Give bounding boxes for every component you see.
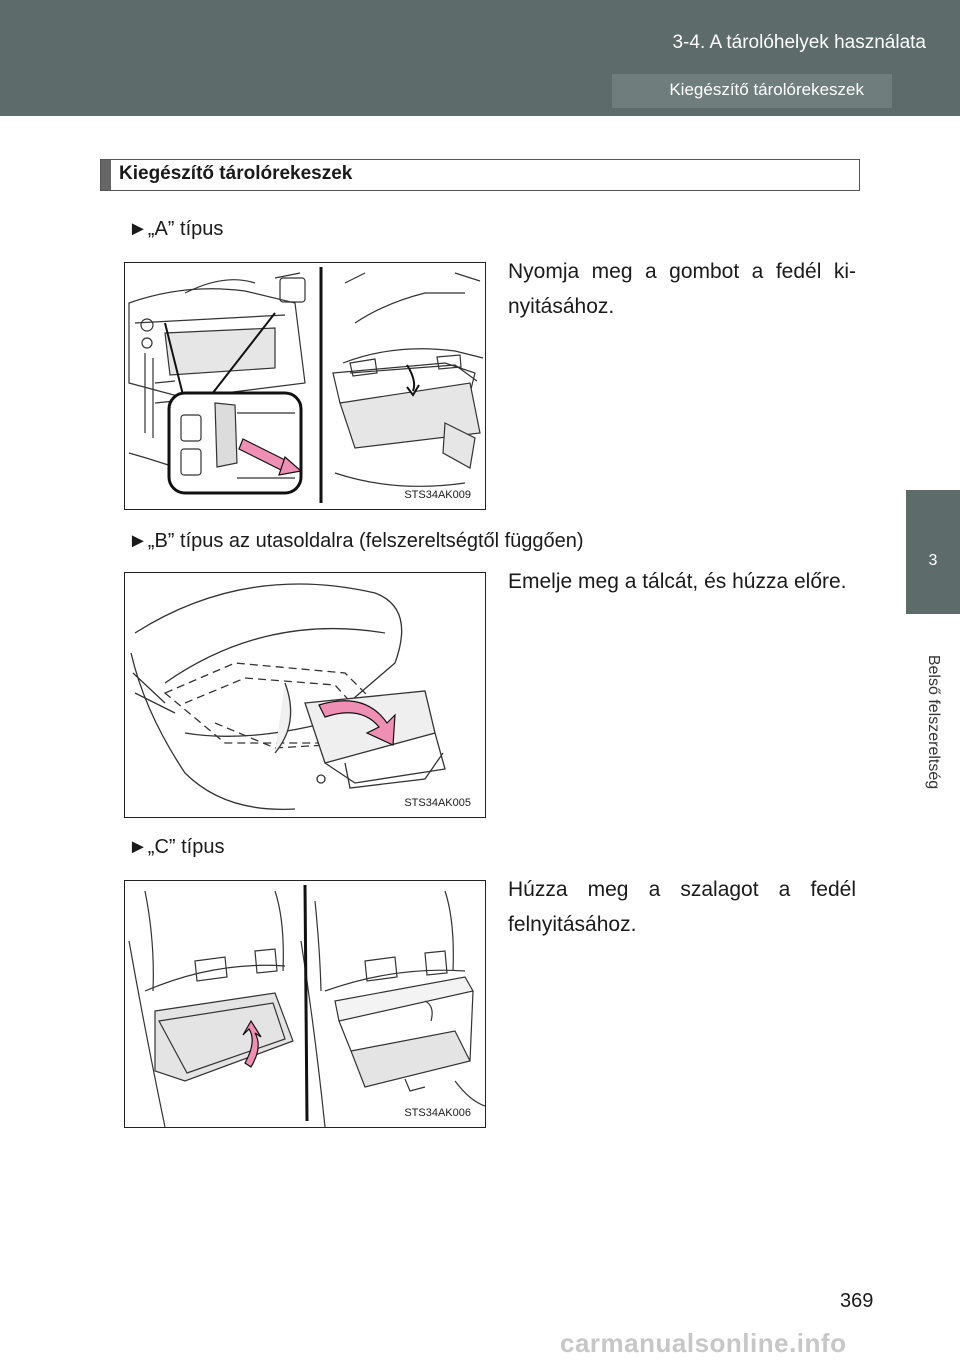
type-a-description: Nyomja meg a gombot a fedél ki-nyitásáho… — [508, 260, 856, 318]
type-b-figure: STS34AK005 — [124, 572, 486, 818]
glovebox-illustration — [128, 267, 484, 503]
chapter-label: Belső felszereltség — [925, 654, 942, 790]
type-c-figure: STS34AK006 — [124, 880, 486, 1128]
type-c-heading: ►„C” típus — [128, 836, 225, 858]
header-subsection-band — [612, 74, 892, 108]
chapter-number: 3 — [928, 552, 938, 569]
seatback-pocket-illustration — [128, 884, 485, 1127]
section-heading-box: Kiegészítő tárolórekeszek — [100, 159, 860, 191]
header-section-title: 3-4. A tárolóhelyek használata — [672, 32, 926, 53]
type-c-figure-code: STS34AK006 — [404, 1107, 471, 1119]
chapter-tab — [906, 490, 960, 614]
type-a-figure: STS34AK009 — [124, 262, 486, 510]
type-b-description: Emelje meg a tálcát, és húzza előre. — [508, 570, 847, 593]
watermark: carmanualsonline.info — [560, 1328, 847, 1358]
type-b-heading: ►„B” típus az utasoldalra (felszereltség… — [128, 530, 584, 552]
type-a-figure-code: STS34AK009 — [404, 489, 471, 501]
page-header: 3-4. A tárolóhelyek használata Kiegészít… — [0, 0, 960, 116]
type-b-figure-code: STS34AK005 — [404, 797, 471, 809]
type-c-description: Húzza meg a szalagot a fedél felnyitásáh… — [508, 878, 856, 936]
section-title: Kiegészítő tárolórekeszek — [119, 163, 353, 184]
type-a-heading: ►„A” típus — [128, 218, 224, 240]
under-seat-tray-illustration — [130, 583, 446, 811]
page-number: 369 — [840, 1290, 874, 1312]
section-marker — [101, 160, 111, 190]
header-subsection-title: Kiegészítő tárolórekeszek — [669, 80, 864, 99]
